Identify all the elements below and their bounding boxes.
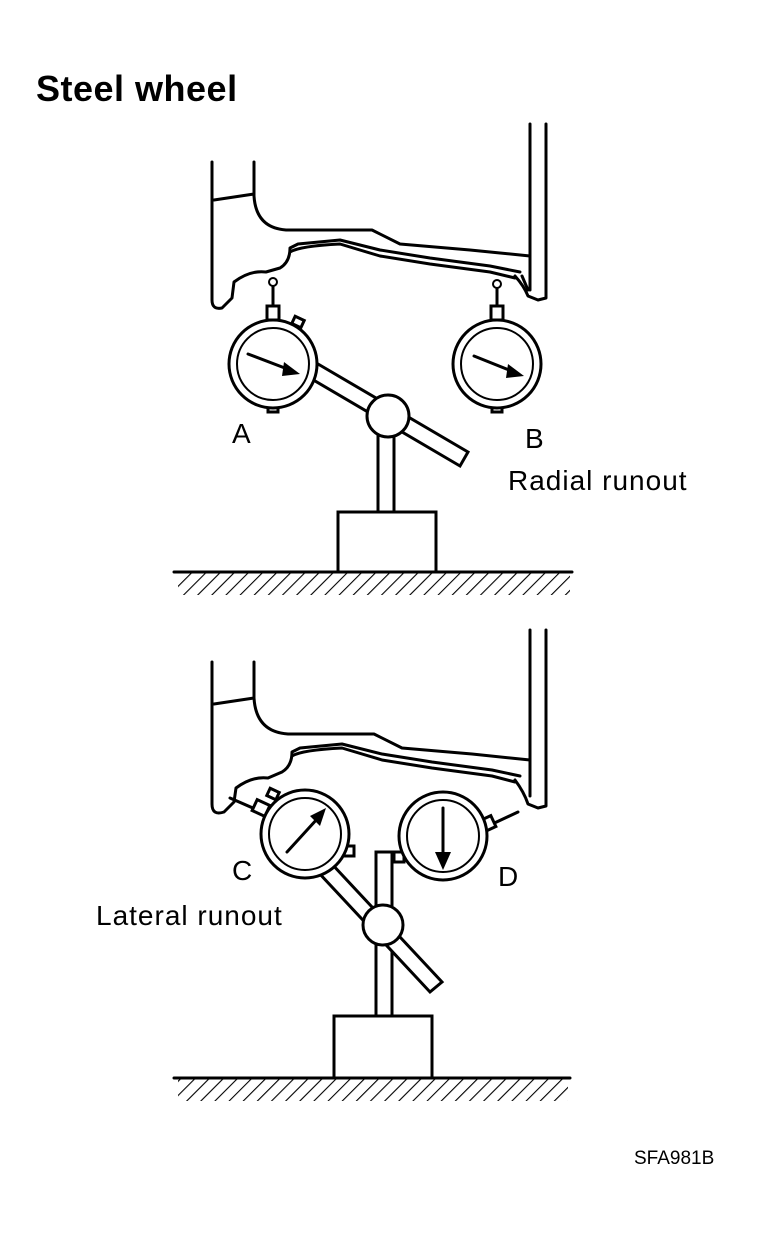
label-a: A xyxy=(232,418,251,449)
magnetic-stand-icon xyxy=(172,850,572,1101)
steel-wheel-rim-icon xyxy=(210,628,548,815)
label-c: C xyxy=(232,855,252,886)
radial-runout-caption: Radial runout xyxy=(508,465,688,496)
dial-indicator-icon xyxy=(228,786,356,880)
page-title: Steel wheel xyxy=(36,68,238,109)
label-b: B xyxy=(525,423,544,454)
dial-indicator-icon xyxy=(227,277,319,414)
dial-indicator-icon xyxy=(392,790,520,882)
steel-wheel-rim-icon xyxy=(210,122,548,310)
radial-runout-group: A B Radial runout xyxy=(172,122,688,595)
lateral-runout-group: C D Lateral runout xyxy=(96,628,572,1101)
label-d: D xyxy=(498,861,518,892)
figure-code: SFA981B xyxy=(634,1148,714,1169)
magnetic-stand-icon xyxy=(172,361,574,595)
lateral-runout-caption: Lateral runout xyxy=(96,900,283,931)
dial-indicator-icon xyxy=(451,279,543,414)
